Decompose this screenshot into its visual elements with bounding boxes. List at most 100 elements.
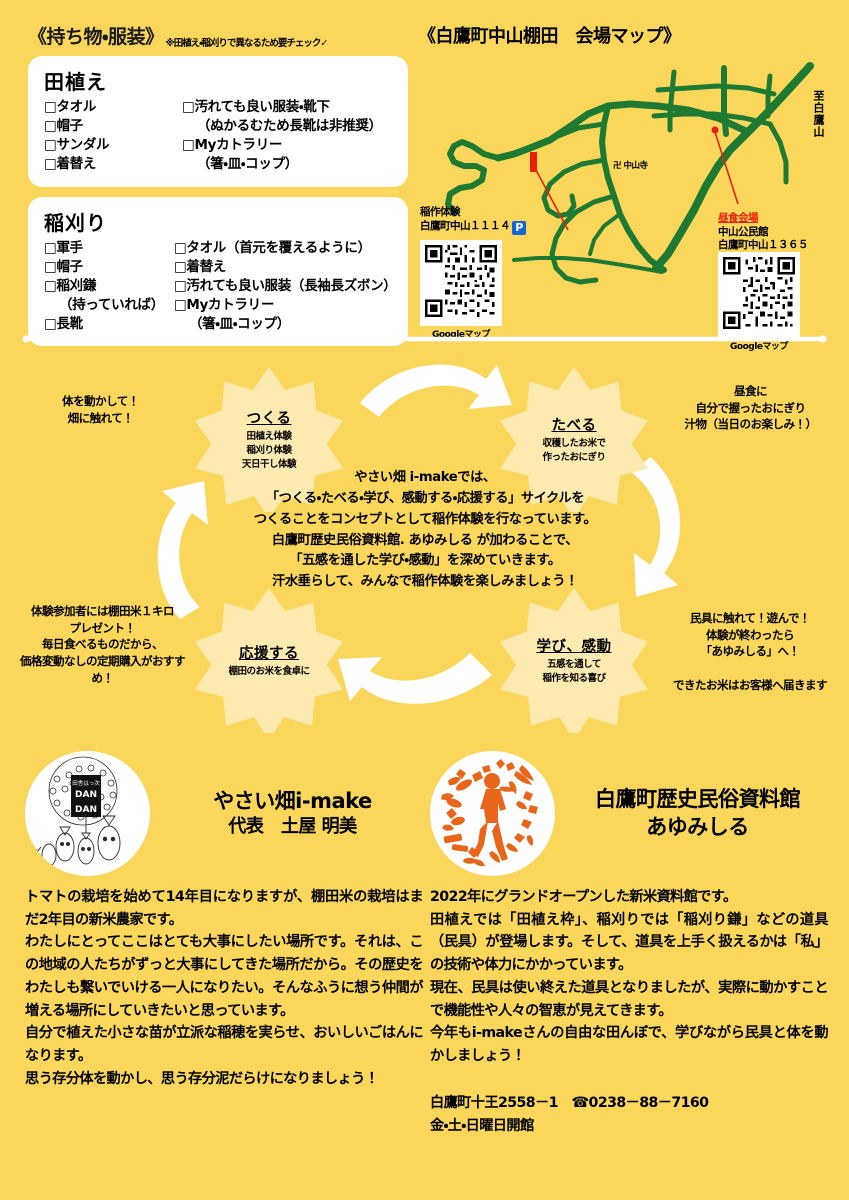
checklist-item[interactable]: □帽子	[44, 118, 83, 135]
ayumishiru-logo-illustration	[430, 750, 554, 875]
checklist-item[interactable]: □帽子	[44, 258, 83, 275]
checklist-item-note: （箸・皿・コップ）	[197, 156, 298, 173]
checklist-columns: □タオル □帽子 □サンダル □着替え □汚れても良い服装・靴下 （ぬかるむため…	[44, 98, 394, 175]
imake-logo: 田舎はっ次 DAN DAN	[25, 750, 150, 876]
contact-info: 白鷹町十王2558－1 ☎0238－88－7160 金・土・日曜日開館	[430, 1092, 828, 1139]
star-title: 学び、感動	[536, 639, 612, 656]
profile-title: 白鷹町歴史民俗資料館	[595, 786, 801, 811]
checklist-item[interactable]: □サンダル	[44, 137, 110, 154]
checklist-item[interactable]: □稲刈鎌	[44, 277, 97, 294]
checklist-item[interactable]: □長靴	[44, 316, 83, 333]
checklist-item[interactable]: □Myカトラリー	[173, 297, 275, 314]
poi-red-label: 昼食会場	[718, 212, 759, 224]
contact-hours: 金・土・日曜日開館	[430, 1118, 534, 1135]
profile-subtitle: あゆみしる	[646, 815, 749, 839]
qr-caption: Googleマップ	[432, 330, 490, 340]
qr-code-lunch-venue[interactable]	[718, 252, 800, 338]
cycle-note-bottom-left: 体験参加者には棚田米１キロ プレゼント！ 毎日食べるものだから、 価格変動なしの…	[20, 604, 186, 685]
arrow-left-up	[157, 481, 208, 619]
checklist-card-title: 田植え	[44, 70, 107, 94]
star-title: たべる	[551, 418, 597, 435]
checklist-note: ※田植え・稲刈りで異なるため要チェック✓	[165, 38, 328, 49]
star-subtitle: 収穫したお米で 作ったおにぎり	[542, 438, 606, 463]
venue-map-section: 《白鷹町中山棚田 会場マップ》	[418, 22, 828, 352]
rice-field-marker-icon	[530, 152, 537, 172]
temple-label: 卍 中山寺	[613, 159, 648, 171]
checklist-item[interactable]: □着替え	[44, 156, 97, 173]
profile-imake: 田舎はっ次 DAN DAN	[25, 748, 424, 1090]
checklist-item-note: （箸・皿・コップ）	[188, 316, 290, 333]
checklist-heading: 《持ち物・服装》	[28, 26, 164, 48]
section-divider	[22, 328, 827, 343]
profile-header: 田舎はっ次 DAN DAN	[25, 748, 423, 878]
lunch-venue-marker-icon	[711, 126, 719, 134]
profile-body-text: 2022年にグランドオープンした新米資料館です。 田植えでは「田植え枠」、稲刈り…	[430, 889, 829, 1065]
checklist-item[interactable]: □Myカトラリー	[182, 137, 283, 154]
profile-header: 白鷹町歴史民俗資料館 あゆみしる	[430, 748, 828, 878]
star-subtitle: 棚田のお米を食卓に	[228, 666, 310, 678]
checklist-columns: □軍手 □帽子 □稲刈鎌 （持っていれば） □長靴 □タオル（首元を覆えるように…	[44, 239, 397, 335]
star-title: 応援する	[239, 646, 299, 663]
cycle-arrows-svg	[157, 364, 681, 704]
svg-text:田舎はっ次: 田舎はっ次	[72, 779, 100, 787]
poi-lunch-venue: 昼食会場 中山公民館 白鷹町中山１３６５	[718, 212, 809, 253]
profile-body-text: トマトの栽培を始めて14年目になりますが、棚田米の栽培はまだ2年目の新米農家です…	[25, 889, 424, 1087]
cycle-note-top-right: 昼食に 自分で握ったおにぎり 汁物（当日のお楽しみ！）	[684, 384, 818, 432]
packing-checklist-section: 《持ち物・服装》 ※田植え・稲刈りで異なるため要チェック✓ 田植え □タオル □…	[28, 22, 408, 347]
profile-title-block: 白鷹町歴史民俗資料館 あゆみしる	[567, 785, 828, 842]
checklist-card-inekari: 稲刈り □軍手 □帽子 □稲刈鎌 （持っていれば） □長靴 □タオル（首元を覆え…	[28, 196, 408, 347]
qr-caption: Googleマップ	[730, 342, 788, 352]
map-roads-svg	[445, 62, 814, 285]
checklist-column-left: □軍手 □帽子 □稲刈鎌 （持っていれば） □長靴	[44, 239, 164, 335]
cycle-note-bottom-right: 民具に触れて！遊んで！ 体験が終わったら 「あゆみしる」へ！ できたお米はお客様…	[673, 611, 828, 692]
profile-title: やさい畑i-make	[213, 788, 372, 813]
arrow-bottom-left	[338, 653, 492, 704]
qr-code-rice-experience[interactable]	[420, 240, 502, 326]
contact-address-phone: 白鷹町十王2558－1 ☎0238－88－7160	[430, 1094, 709, 1111]
imake-logo-illustration: 田舎はっ次 DAN DAN	[25, 750, 149, 875]
poi-name: 稲作体験	[420, 206, 461, 218]
leader-line-left	[535, 169, 569, 231]
temple-icon: 卍	[613, 161, 622, 171]
star-subtitle: 田植え体験 稲刈り体験 天日干し体験	[241, 431, 297, 470]
checklist-card-taue: 田植え □タオル □帽子 □サンダル □着替え □汚れても良い服装・靴下 （ぬか…	[28, 56, 408, 187]
checklist-item[interactable]: □汚れても良い服装・靴下	[182, 99, 330, 115]
map-markers-svg	[530, 126, 739, 231]
cycle-note-top-left: 体を動かして！ 畑に触れて！	[62, 394, 139, 425]
arrow-top-right	[360, 364, 512, 417]
map-title: 《白鷹町中山棚田 会場マップ》	[418, 26, 681, 47]
checklist-column-right: □タオル（首元を覆えるように） □着替え □汚れても良い服装（長袖長ズボン） □…	[174, 239, 397, 335]
profile-subtitle: 代表 土屋 明美	[228, 816, 357, 838]
profile-ayumishiru: 白鷹町歴史民俗資料館 あゆみしる 2022年にグランドオープンした新米資料館です…	[430, 748, 829, 1139]
checklist-item-note: （持っていれば）	[59, 297, 164, 314]
checklist-card-title: 稲刈り	[44, 210, 107, 235]
checklist-item[interactable]: □汚れても良い服装（長袖長ズボン）	[173, 277, 397, 294]
star-title: つくる	[246, 411, 292, 428]
profiles-section: 田舎はっ次 DAN DAN	[0, 748, 849, 1200]
qr-code-image	[723, 257, 795, 329]
cycle-center-description: やさい畑 i-makeでは、 「つくる・たべる・学び、感動する・応援する」サイク…	[253, 470, 597, 590]
ayumishiru-logo	[430, 750, 555, 876]
qr-block-left[interactable]: Googleマップ	[420, 240, 502, 340]
qr-block-right[interactable]: Googleマップ	[718, 252, 800, 352]
checklist-item[interactable]: □タオル（首元を覆えるように）	[173, 239, 371, 256]
checklist-column-right: □汚れても良い服装・靴下 （ぬかるむため長靴は非推奨） □Myカトラリー （箸・…	[182, 98, 394, 175]
divider-line-svg	[22, 335, 827, 343]
parking-icon: P	[512, 220, 526, 235]
poi-address: 白鷹町中山１３６５	[718, 239, 809, 252]
svg-text:DAN: DAN	[75, 805, 97, 815]
leader-line-right	[714, 131, 739, 205]
qr-code-image	[425, 245, 497, 317]
star-subtitle: 五感を通して 稲作を知る喜び	[542, 659, 606, 684]
checklist-item[interactable]: □着替え	[173, 258, 226, 275]
arrow-right-down	[632, 457, 681, 597]
temple-name: 中山寺	[623, 161, 648, 171]
checklist-item[interactable]: □軍手	[44, 239, 83, 256]
cycle-diagram: つくる 田植え体験 稲刈り体験 天日干し体験 たべる 収穫したお米で 作ったおに…	[0, 345, 849, 740]
checklist-item-note: （ぬかるむため長靴は非推奨）	[197, 118, 382, 135]
checklist-item[interactable]: □タオル	[44, 99, 97, 115]
